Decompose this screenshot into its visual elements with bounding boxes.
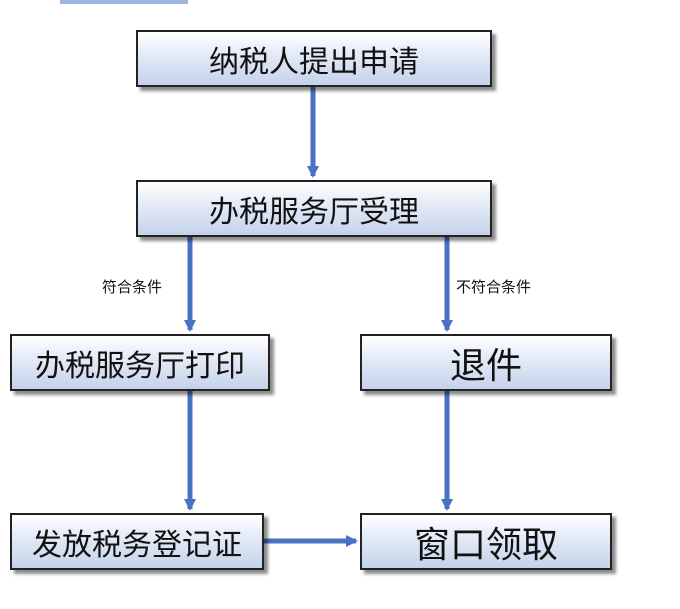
edge-label-qualified: 符合条件 [102,278,163,296]
node-apply-label: 纳税人提出申请 [209,44,419,80]
node-return: 退件 [360,334,612,391]
node-print: 办税服务厅打印 [10,334,270,391]
node-pickup: 窗口领取 [360,513,612,570]
node-apply: 纳税人提出申请 [136,30,492,87]
node-print-label: 办税服务厅打印 [35,348,245,384]
node-issue: 发放税务登记证 [10,513,264,570]
node-accept: 办税服务厅受理 [136,180,492,237]
node-accept-label: 办税服务厅受理 [209,194,419,230]
node-issue-label: 发放税务登记证 [32,527,242,563]
node-return-label: 退件 [449,345,522,387]
node-pickup-label: 窗口领取 [413,524,558,566]
top-accent-bar [60,0,188,4]
edge-label-not-qualified: 不符合条件 [456,278,532,296]
